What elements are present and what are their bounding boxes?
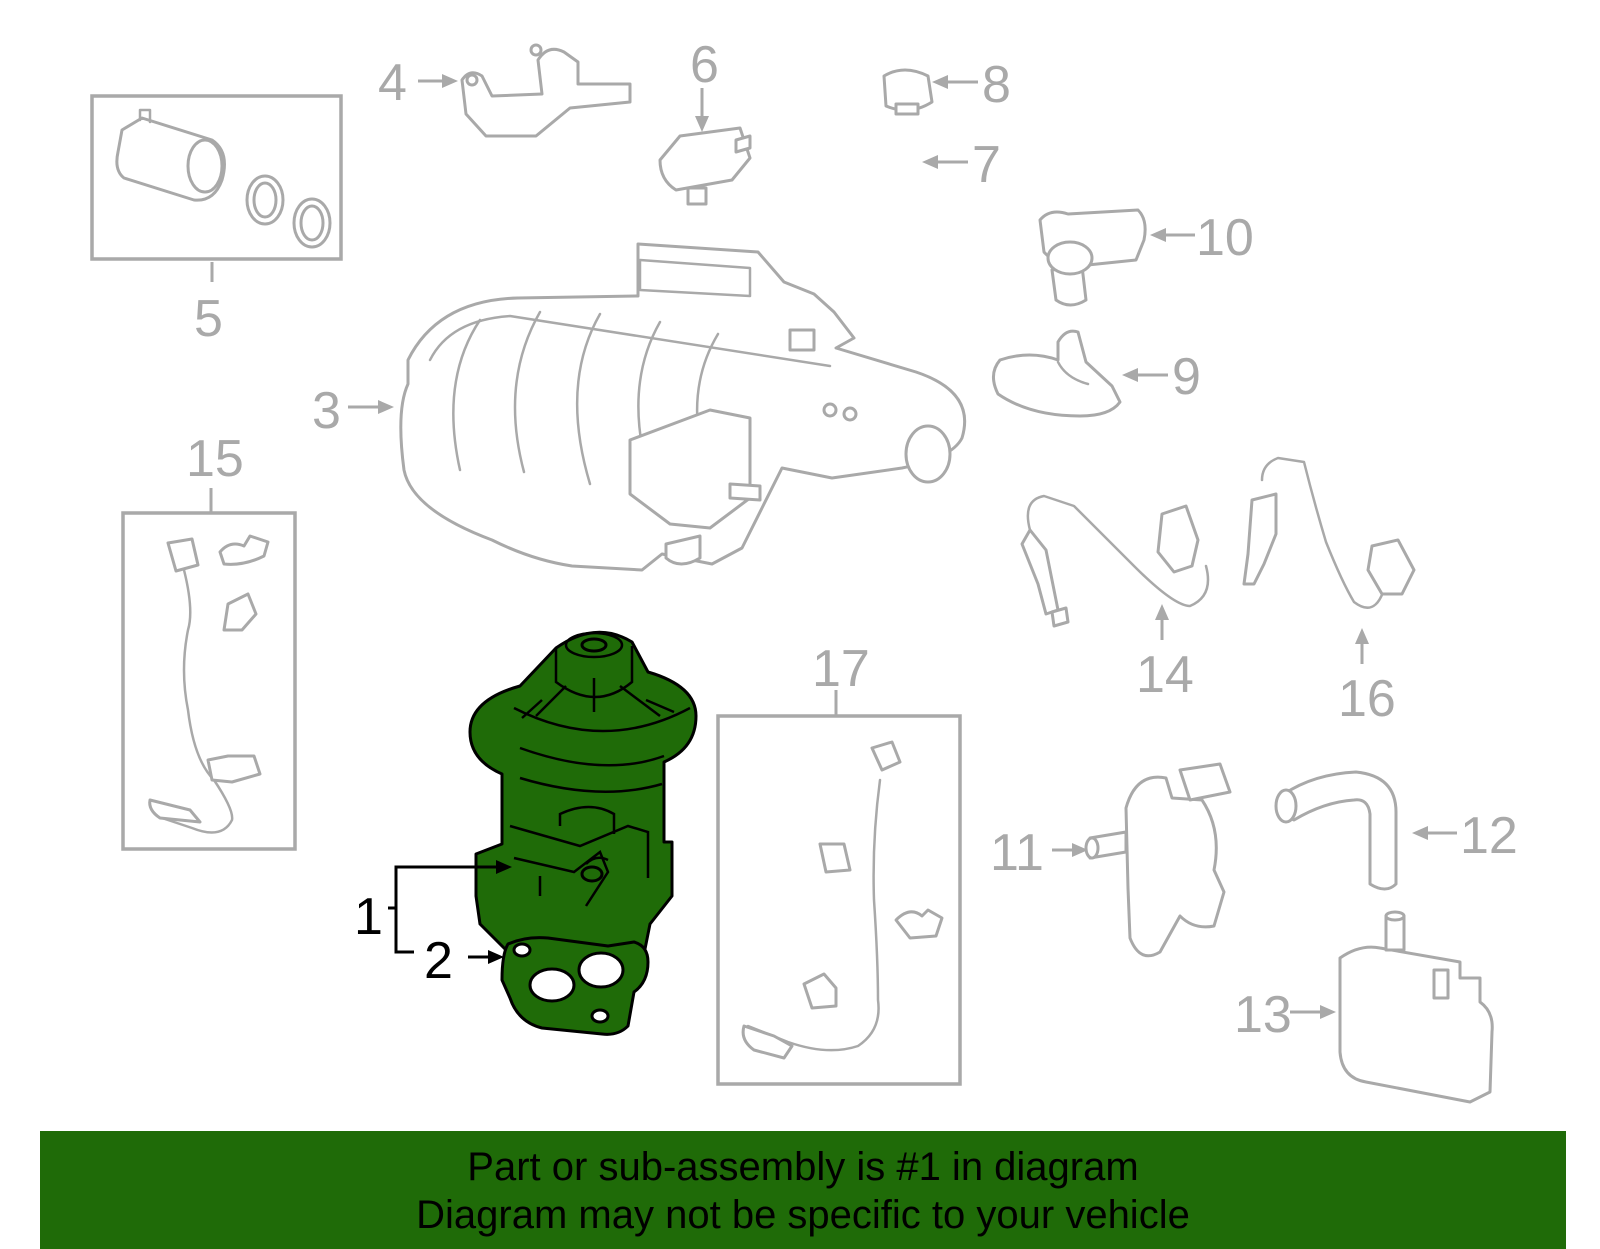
- part-10-solenoid[interactable]: [1038, 208, 1147, 307]
- callout-7: 7: [972, 136, 1001, 194]
- part-11-valve[interactable]: [1084, 762, 1232, 958]
- callout-15: 15: [186, 430, 244, 488]
- banner-line-2: Diagram may not be specific to your vehi…: [416, 1193, 1190, 1237]
- callout-6: 6: [690, 36, 719, 94]
- part-16-sensor[interactable]: [1242, 456, 1416, 609]
- callout-3: 3: [312, 382, 341, 440]
- callout-14: 14: [1136, 646, 1194, 704]
- part-13-filter[interactable]: [1338, 910, 1494, 1104]
- callout-2: 2: [424, 932, 453, 990]
- part-2-gasket[interactable]: [500, 936, 650, 1036]
- callout-9: 9: [1172, 348, 1201, 406]
- callout-8: 8: [982, 56, 1011, 114]
- callout-1: 1: [354, 888, 383, 946]
- part-17-kit[interactable]: [716, 690, 962, 1086]
- part-9-hose[interactable]: [992, 329, 1122, 418]
- callout-16: 16: [1338, 670, 1396, 728]
- part-12-hose[interactable]: [1274, 770, 1398, 891]
- part-15-kit[interactable]: [121, 488, 297, 851]
- part-6-sensor[interactable]: [658, 126, 752, 206]
- callout-12: 12: [1460, 807, 1518, 865]
- part-7-hose[interactable]: [778, 112, 924, 179]
- callout-13: 13: [1234, 986, 1292, 1044]
- callout-11: 11: [990, 824, 1044, 882]
- info-banner: Part or sub-assembly is #1 in diagram Di…: [40, 1131, 1566, 1249]
- part-4-bracket[interactable]: [460, 43, 632, 138]
- part-14-sensor[interactable]: [1020, 494, 1210, 628]
- callout-10: 10: [1196, 209, 1254, 267]
- callout-5: 5: [194, 290, 223, 348]
- part-1-egr-valve[interactable]: [468, 630, 698, 980]
- callout-4: 4: [378, 54, 407, 112]
- part-5-kit[interactable]: [90, 94, 343, 282]
- banner-line-1: Part or sub-assembly is #1 in diagram: [467, 1145, 1139, 1189]
- part-3-canister[interactable]: [399, 242, 967, 572]
- callout-17: 17: [812, 640, 870, 698]
- part-8-cap[interactable]: [882, 68, 934, 116]
